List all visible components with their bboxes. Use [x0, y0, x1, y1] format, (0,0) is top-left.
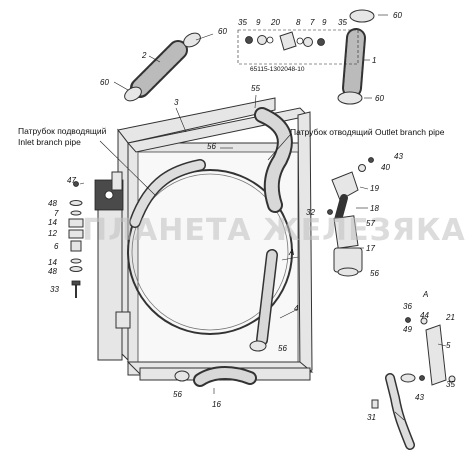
callout-32: 32 — [306, 208, 315, 217]
fastener-stack-left — [68, 181, 84, 298]
callout-20: 20 — [270, 18, 280, 27]
callout-16: 16 — [212, 400, 221, 409]
callout-19: 19 — [370, 184, 379, 193]
callout-9: 9 — [322, 18, 327, 27]
pipe-5 — [385, 324, 447, 450]
callout-35: 35 — [446, 380, 455, 389]
callout-40: 40 — [381, 163, 390, 172]
callout-56: 56 — [278, 344, 287, 353]
callout-48: 48 — [48, 267, 57, 276]
leader-lines — [79, 14, 447, 421]
corrugated-hose-2 — [124, 32, 201, 102]
callout-47: 47 — [67, 176, 76, 185]
callout-7: 7 — [54, 209, 59, 218]
reference-number: 65115-1302048-10 — [250, 66, 305, 73]
callout-14: 14 — [48, 218, 57, 227]
callout-56: 56 — [370, 269, 379, 278]
corrugated-hose-1 — [337, 9, 375, 105]
callout-43: 43 — [394, 152, 403, 161]
callout-14: 14 — [48, 258, 57, 267]
callout-A: A — [422, 290, 428, 299]
callout-60: 60 — [393, 11, 402, 20]
callout-6: 6 — [54, 242, 59, 251]
callout-1: 1 — [372, 56, 376, 65]
callout-21: 21 — [445, 313, 455, 322]
callout-31: 31 — [367, 413, 376, 422]
pipe-4 — [256, 249, 278, 346]
callout-60: 60 — [218, 27, 227, 36]
watermark-text: ПЛАНЕТА ЖЕЛЕЗЯКА — [82, 213, 466, 248]
callout-44: 44 — [420, 311, 429, 320]
callout-2: 2 — [141, 51, 147, 60]
outlet-caption: Патрубок отводящий Outlet branch pipe — [290, 127, 445, 137]
callout-60: 60 — [375, 94, 384, 103]
inlet-caption-en: Inlet branch pipe — [18, 137, 81, 147]
pipe-16 — [174, 340, 267, 387]
fastener-stack-right — [371, 317, 456, 409]
callout-60: 60 — [100, 78, 109, 87]
callout-12: 12 — [48, 229, 57, 238]
callout-55: 55 — [251, 84, 260, 93]
callout-48: 48 — [48, 199, 57, 208]
callout-4: 4 — [294, 304, 299, 313]
callout-3: 3 — [174, 98, 179, 107]
callout-A: A — [288, 248, 294, 257]
fitting-group-top — [237, 29, 359, 65]
callout-35: 35 — [338, 18, 347, 27]
callout-33: 33 — [50, 285, 59, 294]
callout-57: 57 — [366, 219, 375, 228]
outlet-branch-pipe — [254, 107, 293, 213]
callout-17: 17 — [366, 244, 375, 253]
callout-18: 18 — [370, 204, 379, 213]
fan-shroud-ring — [127, 169, 293, 335]
callout-49: 49 — [403, 325, 412, 334]
inlet-caption-ru: Патрубок подводящий — [18, 126, 107, 136]
fitting-group-right — [327, 157, 374, 277]
inlet-branch-pipe — [129, 159, 206, 228]
callout-8: 8 — [296, 18, 301, 27]
callout-36: 36 — [403, 302, 412, 311]
callout-7: 7 — [310, 18, 315, 27]
callout-9: 9 — [256, 18, 261, 27]
callout-5: 5 — [446, 341, 451, 350]
callout-35: 35 — [238, 18, 247, 27]
callout-56: 56 — [207, 142, 216, 151]
callout-43: 43 — [415, 393, 424, 402]
callout-56: 56 — [173, 390, 182, 399]
